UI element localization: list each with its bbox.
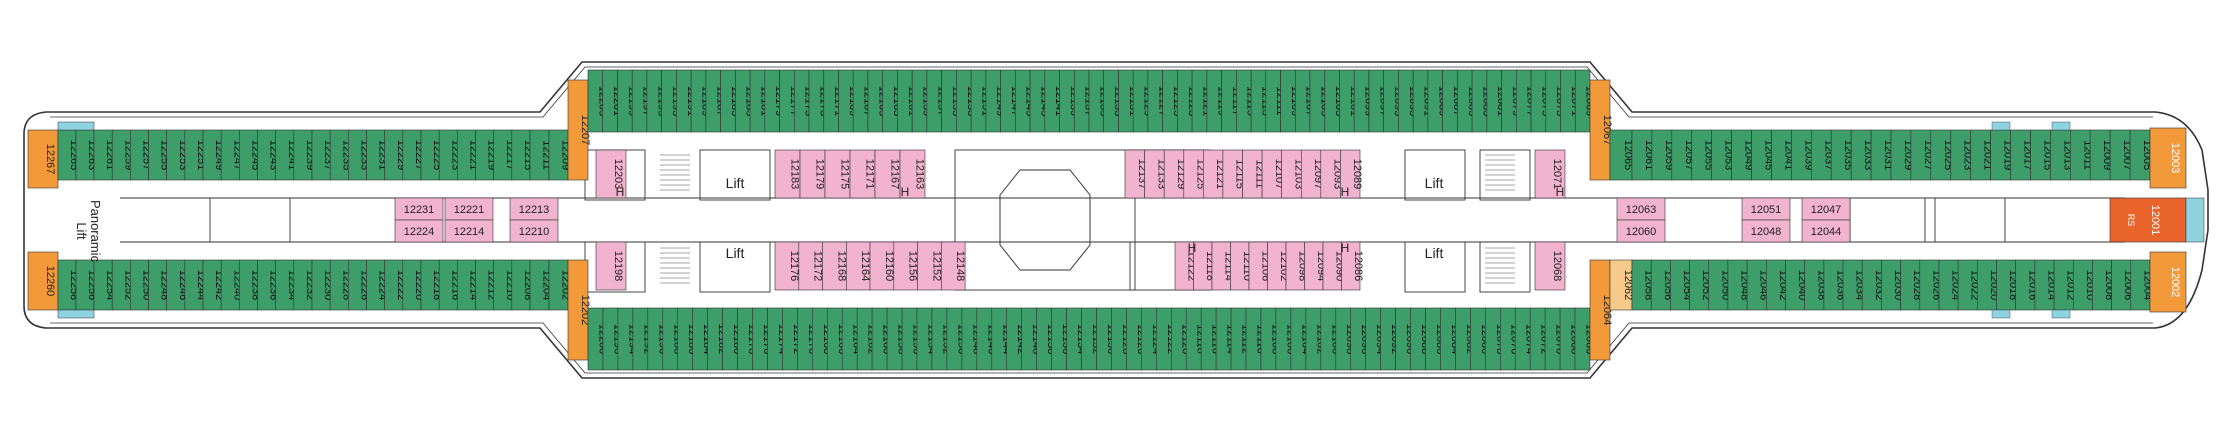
cabin-balcony-number: 12015 [2041, 140, 2053, 171]
cabin-inside-number: 12183 [789, 159, 801, 190]
cabin-suite-number: 12260 [44, 266, 56, 297]
hull-inner-line [50, 322, 2153, 374]
cabin-inside-number: 12044 [1811, 226, 1842, 238]
cabin-inside[interactable] [509, 219, 559, 243]
stair-block [209, 197, 291, 243]
cabin-inside-number: 12172 [812, 251, 824, 282]
hull-inner-line [50, 66, 2153, 118]
stair-block [1404, 241, 1466, 293]
cabin-inside-number: 12213 [519, 204, 550, 216]
cabin-balcony-number: 12065 [1622, 140, 1634, 171]
lift-label: Lift [726, 245, 745, 261]
cabin-inside-number: 12086 [1352, 251, 1364, 282]
cabin-inside[interactable] [394, 219, 444, 243]
cabin-inside[interactable] [1341, 241, 1361, 291]
water-strip [2051, 121, 2071, 131]
stair-block [1404, 149, 1466, 201]
cabin-inside-number: 12148 [954, 251, 966, 282]
h-marker: H [1556, 185, 1565, 199]
cabin-inside-number: 12089 [1351, 159, 1363, 190]
stair-block [954, 149, 1136, 291]
cabin-inside-number: 12047 [1811, 204, 1842, 216]
lift-label: Lift [726, 175, 745, 191]
h-marker: H [1188, 241, 1197, 255]
cabin-inside[interactable] [940, 241, 966, 291]
h-marker: H [1341, 241, 1350, 255]
h-marker: H [616, 185, 625, 199]
cabin-inside-number: 12221 [454, 204, 485, 216]
cabin-special[interactable] [2109, 197, 2187, 243]
stair-block [1479, 149, 1531, 201]
cabin-inside[interactable] [444, 219, 494, 243]
atrium [999, 169, 1091, 271]
cabin-inside[interactable] [1801, 219, 1851, 243]
cabin-inside-number: 12167 [889, 159, 901, 190]
cabin-inside[interactable] [774, 149, 801, 199]
cabin-inside-number: 12060 [1626, 226, 1657, 238]
water-strip [57, 121, 95, 131]
water-strip [1991, 309, 2011, 319]
water-strip [1991, 121, 2011, 131]
cabin-balcony-number: 12142 [1015, 324, 1027, 355]
cabin-inside-number: 12203 [612, 159, 624, 190]
cabin-inside-number: 12068 [1551, 251, 1563, 282]
panoramic-lift-label-2: Lift [74, 222, 89, 240]
cabin-inside-number: 12051 [1751, 204, 1782, 216]
water-strip [2185, 197, 2205, 243]
cabin-suite[interactable] [27, 129, 59, 189]
stair-block [699, 241, 771, 293]
cabin-inside-number: 12179 [814, 159, 826, 190]
cabin-suite-number: 12267 [44, 144, 56, 175]
cabin-inside-number: 12152 [930, 251, 942, 282]
cabin-suite-number: 12002 [2169, 267, 2181, 298]
cabin-special-number: 12001 [2149, 205, 2161, 236]
cabin-inside-number: 12156 [907, 251, 919, 282]
cabin-inside-number: 12163 [914, 159, 926, 190]
cabin-inside-number: 12231 [404, 204, 435, 216]
bow-center-tag: RS [2126, 214, 2136, 227]
cabin-inside-number: 12210 [519, 226, 550, 238]
cabin-suite-number: 12003 [2169, 143, 2181, 174]
cabin-suite-number: 12062 [1622, 270, 1634, 301]
cabin-inside[interactable] [899, 149, 926, 199]
cabin-inside[interactable] [1741, 219, 1791, 243]
stair-block [1934, 197, 2006, 243]
water-strip [2051, 309, 2071, 319]
water-strip [57, 309, 95, 319]
cabin-suite[interactable] [27, 251, 59, 311]
cabin-inside-number: 12048 [1751, 226, 1782, 238]
cabin-inside[interactable] [595, 149, 627, 199]
cabin-inside-number: 12063 [1626, 204, 1657, 216]
panoramic-lift-label: Panoramic [88, 200, 103, 263]
cabin-inside-number: 12164 [859, 251, 871, 282]
cabin-inside-number: 12160 [883, 251, 895, 282]
lift-label: Lift [1425, 175, 1444, 191]
labels: Panoramic Lift Lift Lift Lift Lift [74, 175, 1443, 263]
h-marker: H [901, 185, 910, 199]
cabin-suite[interactable] [2149, 127, 2187, 189]
cabin-inside-number: 12071 [1551, 159, 1563, 190]
h-marker: H [1341, 185, 1350, 199]
stair-block [699, 149, 771, 201]
cabin-inside[interactable] [874, 149, 901, 199]
cabin-inside-number: 12175 [839, 159, 851, 190]
stair-block [1479, 241, 1531, 293]
cabin-suite[interactable] [2149, 251, 2187, 313]
lift-label: Lift [1425, 245, 1444, 261]
cabin-inside[interactable] [1534, 149, 1566, 199]
cabin-inside[interactable] [1534, 241, 1566, 291]
cabin-inside[interactable] [824, 149, 851, 199]
cabin-inside-number: 12171 [864, 159, 876, 190]
cabin-inside-number: 12224 [404, 226, 435, 238]
cabin-inside[interactable] [1616, 219, 1666, 243]
cabin-inside[interactable] [595, 241, 627, 291]
cabin-inside-number: 12198 [612, 251, 624, 282]
cabin-inside[interactable] [1340, 149, 1361, 199]
cabin-inside-number: 12168 [835, 251, 847, 282]
cabin-inside-number: 12214 [454, 226, 485, 238]
cabin-inside-number: 12176 [788, 251, 800, 282]
